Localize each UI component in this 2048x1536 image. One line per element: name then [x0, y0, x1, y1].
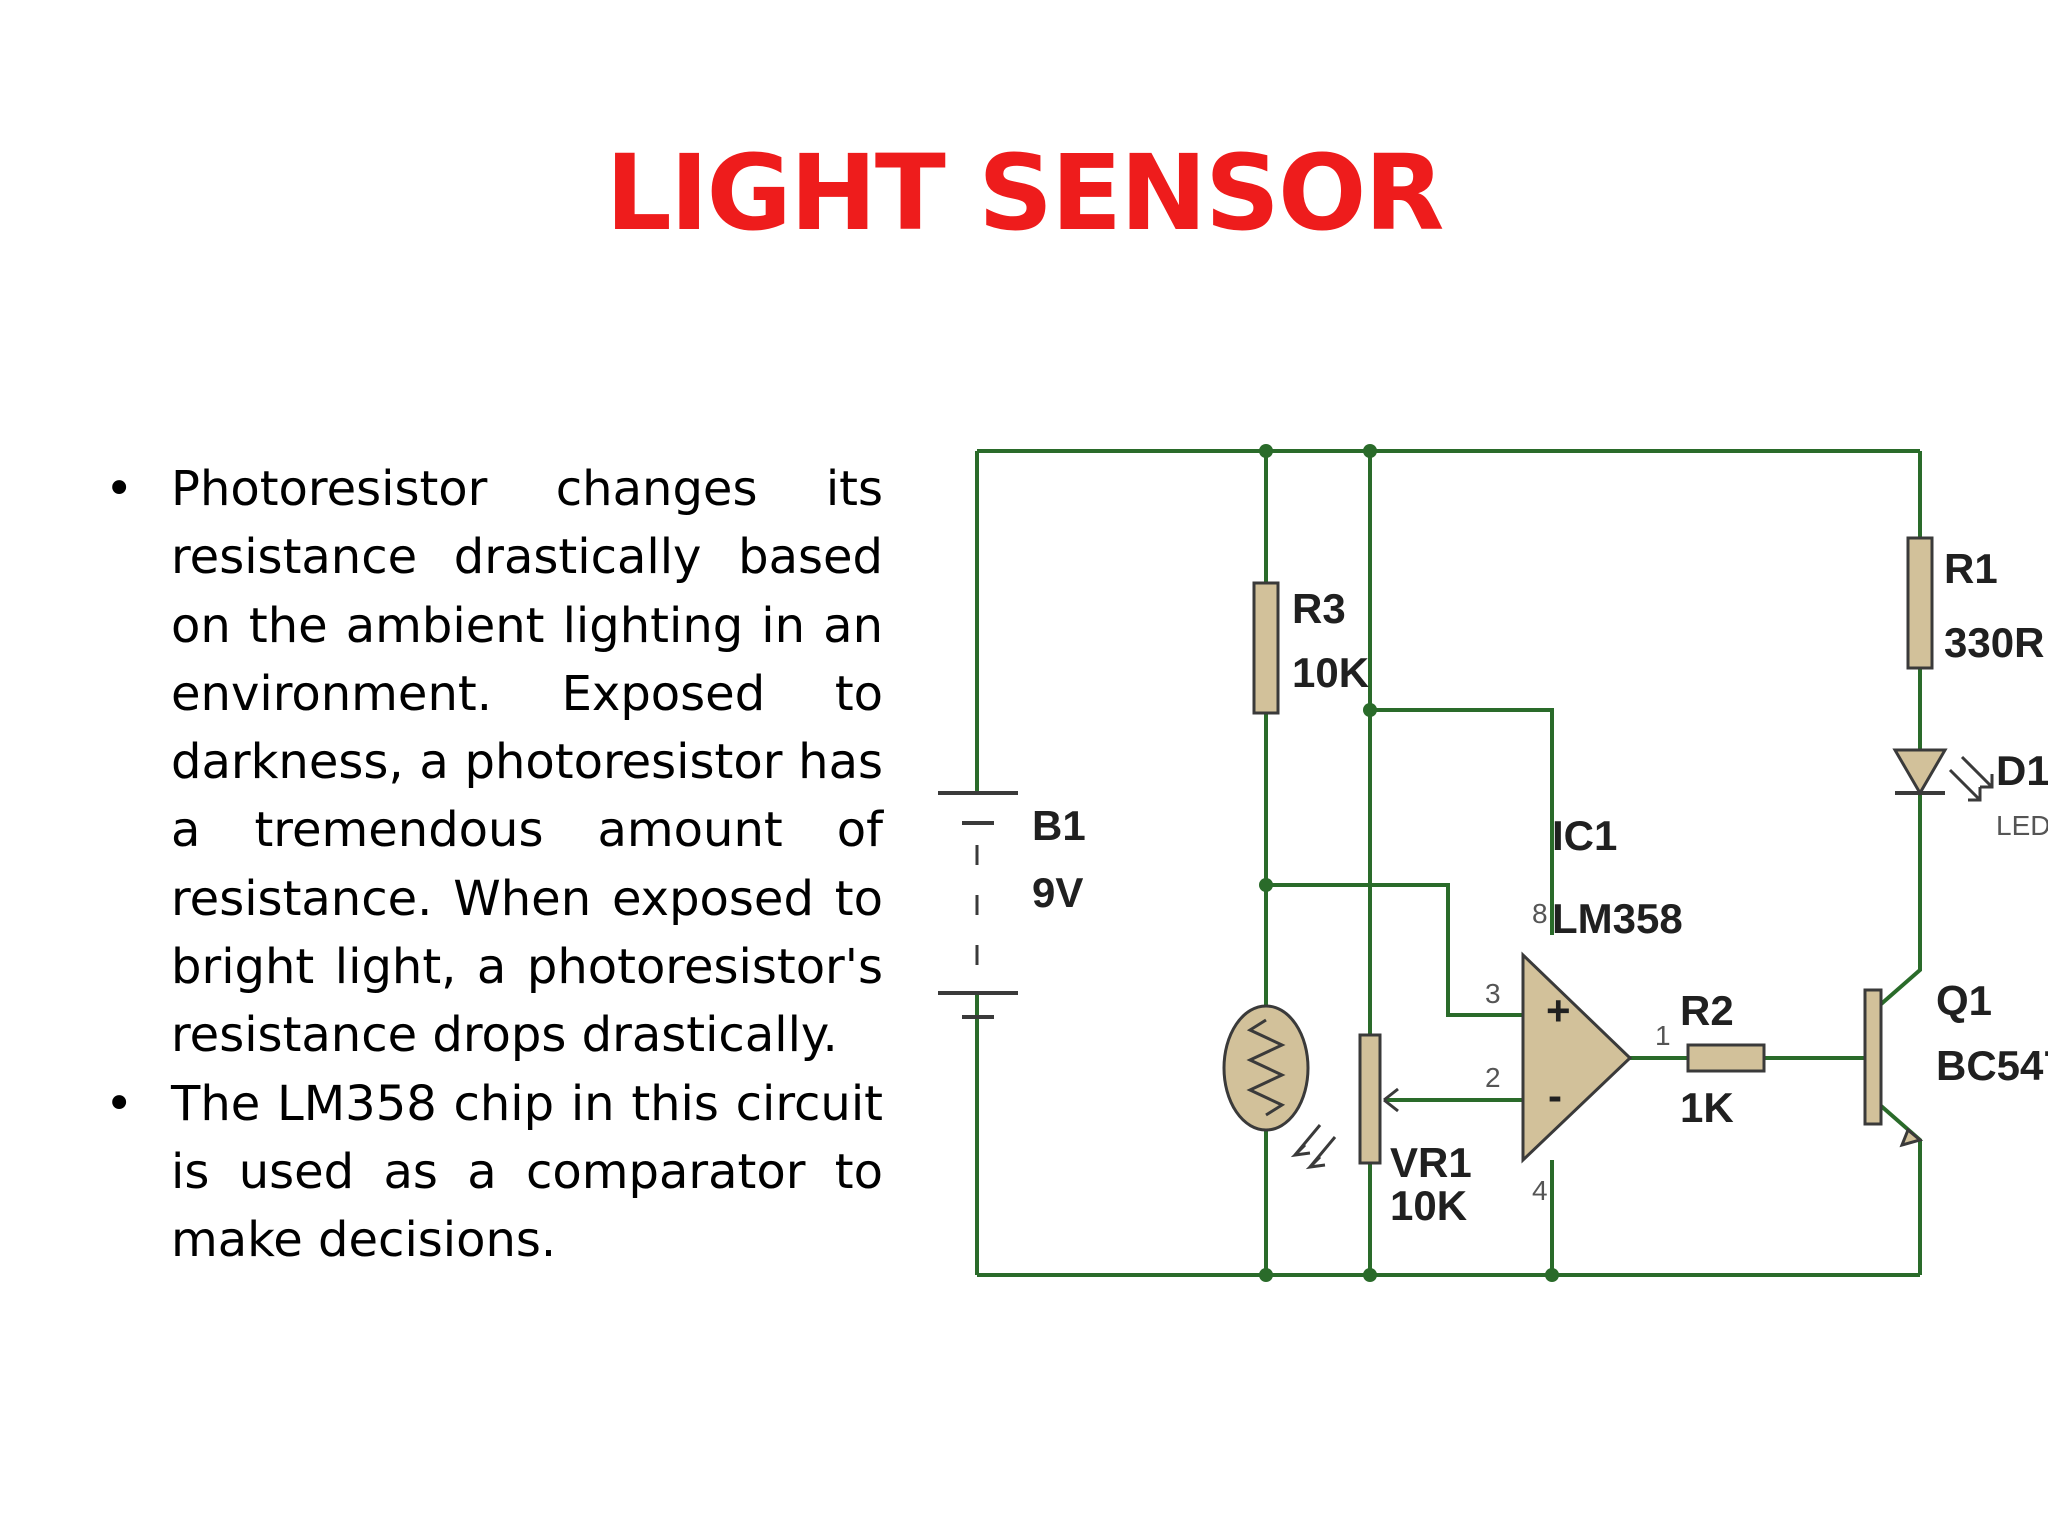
wiper-arrow: [1383, 1087, 1399, 1113]
r2-name: R2: [1680, 987, 1734, 1034]
circuit-wires: [975, 449, 1922, 1277]
b1-value: 9V: [1032, 869, 1083, 916]
opamp-symbol: [1521, 951, 1633, 1164]
d1-name: D1: [1996, 747, 2048, 794]
r3-name: R3: [1292, 585, 1346, 632]
r1-resistor: [1906, 536, 1934, 670]
bullet-dot: •: [105, 1075, 134, 1132]
pin-4: 4: [1532, 1175, 1548, 1206]
ic-value: LM358: [1552, 895, 1683, 942]
r2-resistor: [1686, 1043, 1766, 1073]
plus-sign: +: [1546, 987, 1571, 1034]
pin-8: 8: [1532, 898, 1548, 929]
battery-symbol: [938, 791, 1018, 1019]
vr1-name: VR1: [1390, 1139, 1472, 1186]
d1-type: LED: [1996, 810, 2048, 841]
vr1-potentiometer: [1358, 1033, 1382, 1165]
photoresistor-symbol: [1222, 1004, 1337, 1170]
bullet-text: The LM358 chip in this circuit is used a…: [171, 1075, 883, 1269]
pin-1: 1: [1655, 1020, 1671, 1051]
r3-value: 10K: [1292, 649, 1369, 696]
r2-value: 1K: [1680, 1084, 1734, 1131]
ic-name: IC1: [1552, 812, 1617, 859]
bullet-item: • Photoresistor changes its resistance dr…: [105, 455, 883, 1070]
bullet-list: • Photoresistor changes its resistance dr…: [105, 455, 883, 1275]
r3-resistor: [1252, 581, 1280, 715]
bullet-text: Photoresistor changes its resistance dra…: [171, 461, 883, 1064]
transistor-symbol: [1863, 988, 1924, 1148]
circuit-diagram: B1 9V R3 10K VR1 10K + - IC1 LM358 8 3 2…: [938, 444, 2048, 1282]
bullet-dot: •: [105, 461, 134, 517]
bullet-item: • The LM358 chip in this circuit is used …: [105, 1070, 883, 1275]
q1-value: BC547: [1936, 1042, 2048, 1089]
pin-2: 2: [1485, 1062, 1501, 1093]
minus-sign: -: [1548, 1072, 1562, 1119]
r1-name: R1: [1944, 545, 1998, 592]
led-symbol: [1892, 748, 1994, 802]
junction-dots: [1259, 444, 1559, 1282]
b1-name: B1: [1032, 802, 1086, 849]
r1-value: 330R: [1944, 619, 2044, 666]
pin-3: 3: [1485, 978, 1501, 1009]
vr1-value: 10K: [1390, 1182, 1467, 1229]
slide-title: LIGHT SENSOR: [605, 132, 1445, 254]
q1-name: Q1: [1936, 977, 1992, 1024]
